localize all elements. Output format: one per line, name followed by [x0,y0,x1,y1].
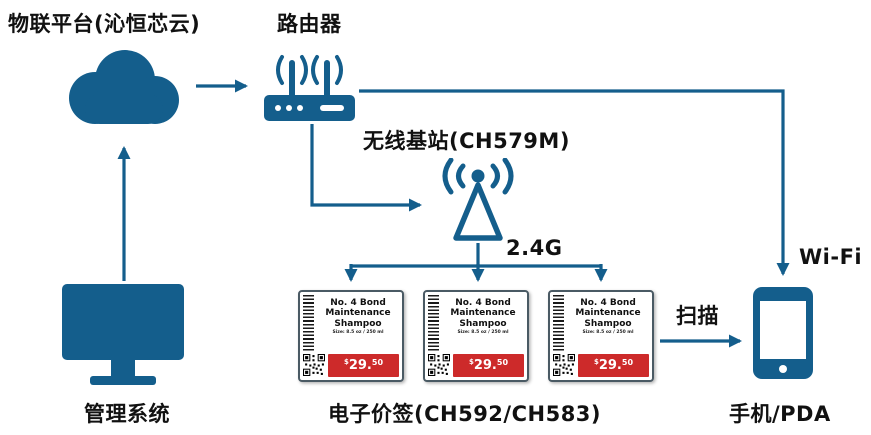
tag-product-subtitle: Size: 8.5 oz / 250 ml [457,330,509,336]
barcode [303,295,314,352]
router-label: 路由器 [277,12,342,36]
price-tag-1: No. 4 Bond Maintenance Shampoo Size: 8.5… [298,290,404,382]
qr-code-icon [553,354,575,376]
arrow-router-to-phone-wifi [359,89,790,276]
price-integer: 29. [598,358,622,373]
router-icon [264,55,355,121]
esl-label: 电子价签(CH592/CH583) [328,402,602,426]
tag-product-subtitle: Size: 8.5 oz / 250 ml [332,330,384,336]
tag-product-subtitle: Size: 8.5 oz / 250 ml [582,330,634,336]
price-currency: $ [468,358,474,366]
management-label: 管理系统 [84,402,170,426]
price-cents: 50 [496,358,509,367]
price-tag-2: No. 4 Bond Maintenance Shampoo Size: 8.5… [423,290,529,382]
tag-price: $ 29. 50 [578,354,649,377]
rf-2-4g-label: 2.4G [506,236,563,260]
price-integer: 29. [473,358,497,373]
price-integer: 29. [348,358,372,373]
tag-product-title: No. 4 Bond Maintenance Shampoo [450,298,516,329]
tag-product-title: No. 4 Bond Maintenance Shampoo [325,298,391,329]
price-cents: 50 [371,358,384,367]
tag-product-title: No. 4 Bond Maintenance Shampoo [575,298,641,329]
qr-code-icon [428,354,450,376]
management-computer-icon [62,284,184,385]
base-station-label: 无线基站(CH579M) [363,129,570,153]
branch-basestation-to-tags [351,243,601,268]
price-cents: 50 [621,358,634,367]
tag-price: $ 29. 50 [453,354,524,377]
price-currency: $ [343,358,349,366]
tag-price: $ 29. 50 [328,354,399,377]
scan-label: 扫描 [676,304,719,328]
phone-icon [753,287,813,379]
base-station-antenna-icon [442,158,514,241]
cloud-icon [69,50,179,124]
phone-label: 手机/PDA [729,402,831,426]
qr-code-icon [303,354,325,376]
barcode [428,295,439,352]
wifi-label: Wi-Fi [799,245,863,269]
barcode [553,295,564,352]
cloud-label: 物联平台(沁恒芯云) [8,12,201,36]
price-currency: $ [593,358,599,366]
price-tag-3: No. 4 Bond Maintenance Shampoo Size: 8.5… [548,290,654,382]
